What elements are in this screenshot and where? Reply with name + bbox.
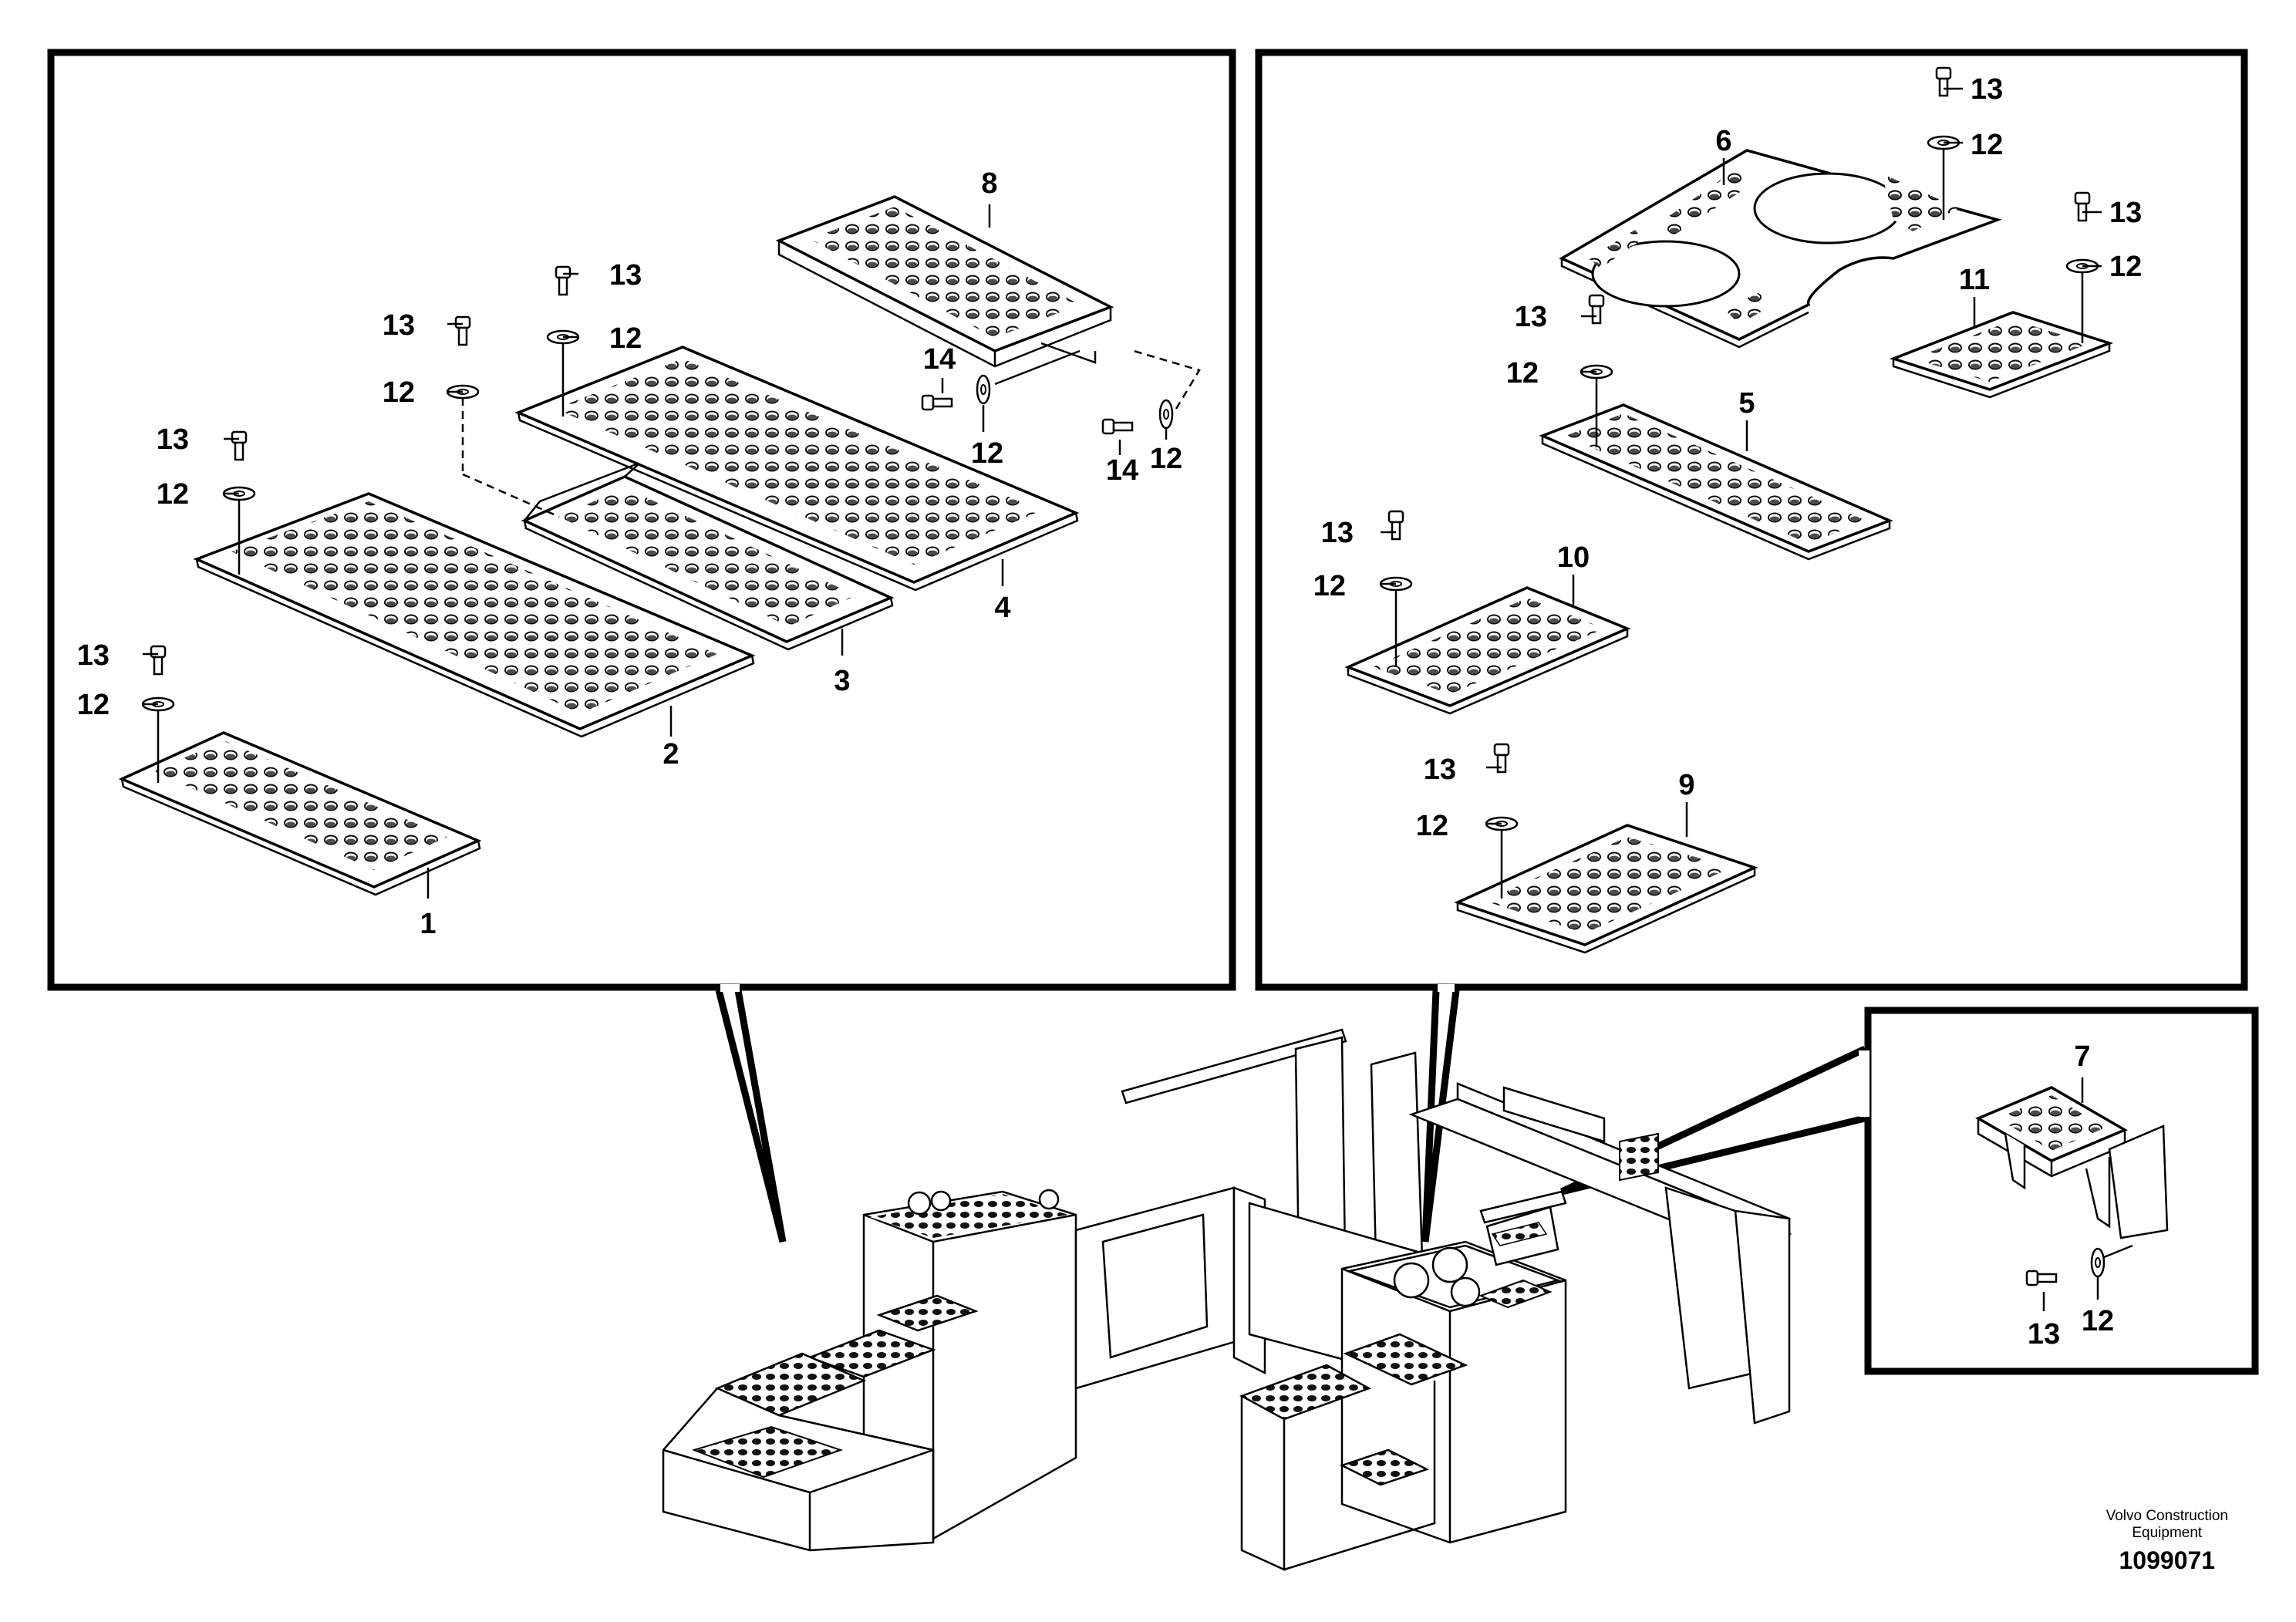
callout-13: 13 bbox=[1424, 754, 1456, 786]
callout-12: 12 bbox=[1150, 443, 1182, 475]
floor-plate-5 bbox=[1539, 403, 1893, 561]
step-detail-labels: 7 13 12 bbox=[2028, 1040, 2114, 1351]
fasteners-left bbox=[141, 265, 1201, 783]
callout-12: 12 bbox=[1313, 570, 1346, 602]
callout-14: 14 bbox=[923, 343, 956, 376]
left-callout-labels: 13 12 13 12 13 12 13 12 1 2 3 4 8 14 12 … bbox=[77, 167, 1182, 940]
drawing-footer: Volvo Construction Equipment 1099071 bbox=[2106, 1508, 2228, 1575]
callout-12: 12 bbox=[1971, 129, 2003, 161]
callout-13: 13 bbox=[1515, 301, 1547, 333]
floor-plate-2 bbox=[193, 492, 756, 738]
floor-plate-4 bbox=[514, 346, 1080, 592]
callout-13: 13 bbox=[157, 423, 189, 456]
callout-12: 12 bbox=[1506, 357, 1539, 389]
brand-name-line1: Volvo Construction bbox=[2106, 1508, 2228, 1524]
callout-12: 12 bbox=[2082, 1305, 2114, 1337]
callout-13: 13 bbox=[77, 639, 110, 672]
floor-plate-9 bbox=[1454, 824, 1758, 954]
callout-5: 5 bbox=[1738, 387, 1755, 420]
right-callout-labels: 13 12 13 12 13 12 13 12 13 12 6 11 5 10 … bbox=[1313, 73, 2143, 842]
callout-13: 13 bbox=[2109, 197, 2142, 229]
callout-12: 12 bbox=[77, 689, 110, 721]
callout-13: 13 bbox=[2028, 1318, 2060, 1351]
callout-11: 11 bbox=[1959, 264, 1990, 296]
callout-6: 6 bbox=[1715, 125, 1731, 157]
right-leaders bbox=[1381, 87, 2102, 837]
callout-14: 14 bbox=[1106, 454, 1138, 487]
callout-12: 12 bbox=[157, 478, 189, 511]
callout-2: 2 bbox=[663, 738, 679, 771]
callout-13: 13 bbox=[1321, 517, 1354, 549]
callout-13: 13 bbox=[383, 309, 415, 342]
left-leaders bbox=[143, 204, 1168, 899]
callout-12: 12 bbox=[609, 322, 642, 355]
floor-plate-6 bbox=[1559, 149, 2002, 349]
callout-10: 10 bbox=[1557, 541, 1590, 574]
machine-assembly bbox=[662, 1028, 1792, 1571]
callout-13: 13 bbox=[609, 259, 642, 292]
drawing-number: 1099071 bbox=[2119, 1546, 2216, 1574]
callout-12: 12 bbox=[383, 376, 415, 409]
callout-8: 8 bbox=[981, 167, 997, 200]
callout-12: 12 bbox=[1416, 810, 1448, 842]
floor-plate-11 bbox=[1889, 311, 2114, 399]
callout-9: 9 bbox=[1678, 769, 1694, 801]
left-detail-frame bbox=[47, 49, 1236, 1243]
callout-7: 7 bbox=[2074, 1040, 2090, 1073]
floor-plate-10 bbox=[1344, 586, 1631, 715]
fasteners-right bbox=[1379, 66, 2099, 899]
callout-12: 12 bbox=[971, 437, 1003, 470]
callout-4: 4 bbox=[994, 592, 1010, 624]
callout-12: 12 bbox=[2109, 251, 2142, 283]
callout-1: 1 bbox=[420, 908, 436, 940]
step-plate-8 bbox=[775, 195, 1114, 368]
floor-plate-3 bbox=[521, 461, 895, 651]
step-bracket-7 bbox=[1975, 1077, 2169, 1311]
callout-13: 13 bbox=[1971, 73, 2003, 106]
floor-plate-1 bbox=[118, 731, 482, 896]
callout-3: 3 bbox=[834, 665, 850, 697]
brand-name-line2: Equipment bbox=[2132, 1525, 2203, 1541]
